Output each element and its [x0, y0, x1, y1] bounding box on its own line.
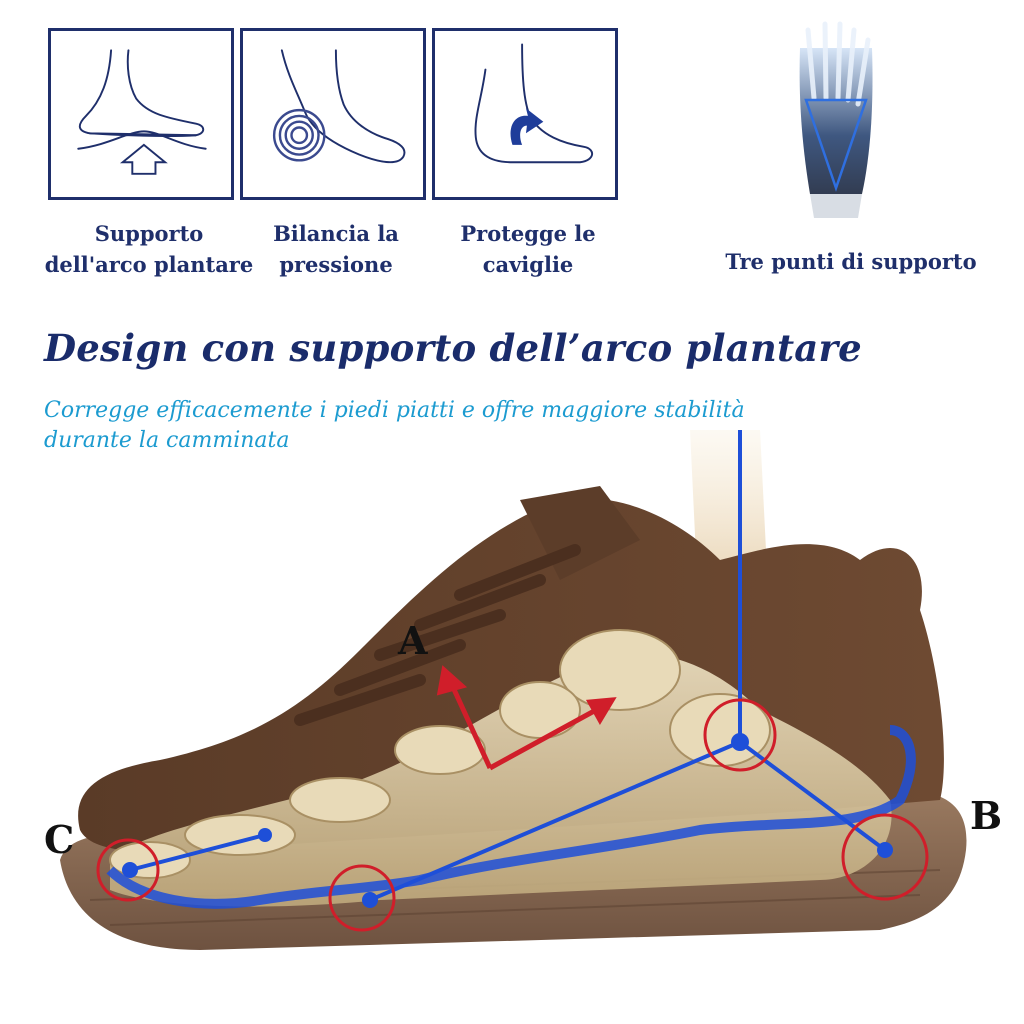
feature-box-ankle: [432, 28, 618, 200]
foot-xray-icon: [799, 21, 873, 218]
three-points-label: Tre punti di supporto: [725, 249, 977, 274]
shoe-skeleton-illustration: [60, 430, 967, 950]
support-point-markers: [96, 698, 929, 932]
feature-box-pressure: [240, 28, 426, 200]
feature-label-arch-support: Supporto dell'arco plantare: [44, 221, 254, 277]
arch-support-outline: [106, 725, 916, 909]
foot-arch-support-icon: [77, 49, 207, 175]
support-point-b-label: B: [970, 793, 1003, 838]
feature-label-ankle: Protegge le caviglie: [460, 221, 596, 277]
feature-box-arch-support: [48, 28, 234, 200]
page-subtitle: Corregge efficacemente i piedi piatti e …: [44, 398, 745, 453]
heel-pressure-icon: [272, 49, 406, 164]
support-point-c-label: C: [44, 817, 75, 862]
ankle-protection-icon: [474, 43, 594, 164]
support-point-a-label: A: [398, 618, 428, 663]
direction-arrows: [436, 665, 617, 771]
shoe-laces: [294, 544, 581, 726]
page-title: Design con supporto dell’arco plantare: [44, 326, 862, 370]
feature-label-pressure: Bilancia la pressione: [273, 221, 399, 277]
